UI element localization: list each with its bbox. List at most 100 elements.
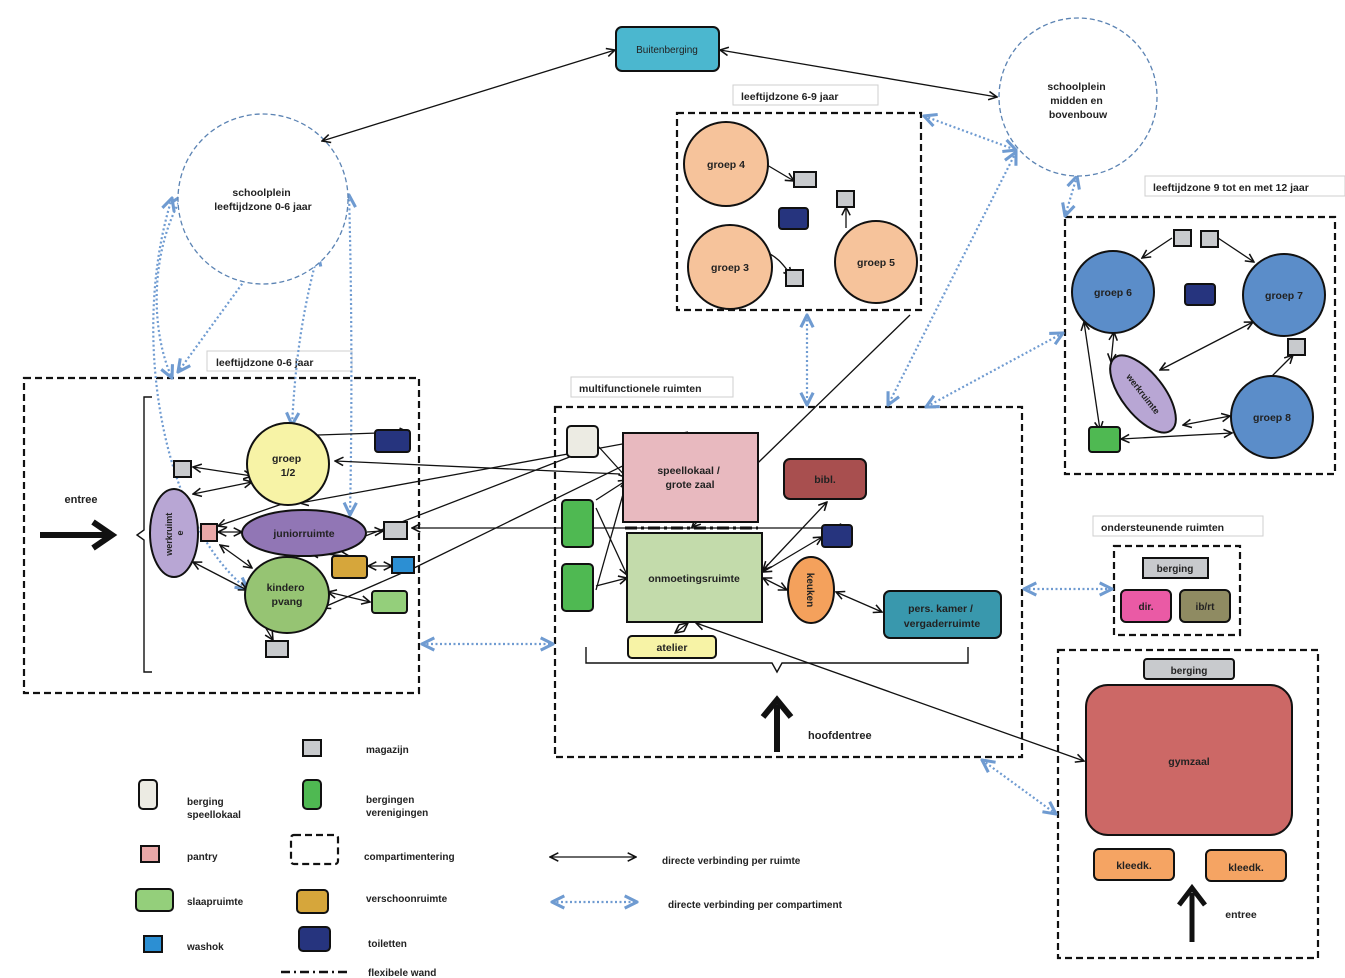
groep-5 xyxy=(834,220,918,304)
svg-text:verschoonruimte: verschoonruimte xyxy=(366,894,448,905)
svg-text:flexibele wand: flexibele wand xyxy=(368,968,436,978)
magazijn xyxy=(1173,229,1192,247)
bergingen-verenigingen xyxy=(561,563,594,612)
zone-6-9: groep 4 groep 3 groep 5 xyxy=(683,121,918,310)
svg-text:toiletten: toiletten xyxy=(368,939,407,950)
svg-text:leeftijdzone 0-6 jaar: leeftijdzone 0-6 jaar xyxy=(216,357,313,369)
svg-text:onmoetingsruimte: onmoetingsruimte xyxy=(648,573,740,585)
svg-text:groep 1/2: groep 1/2 xyxy=(272,453,304,479)
juniorruimte xyxy=(241,509,367,557)
schoolplein-midden-bovenbouw xyxy=(998,17,1158,177)
svg-text:bergingen verenigingen: bergingen verenigingen xyxy=(366,795,428,819)
kleedkamer-1 xyxy=(1093,848,1175,881)
svg-text:groep 6: groep 6 xyxy=(1094,287,1132,299)
svg-text:slaapruimte: slaapruimte xyxy=(187,897,244,908)
werkruimte-9-12 xyxy=(1109,354,1177,434)
svg-text:schoolplein leeftijdzone 0: schoolplein leeftijdzone 0-6 jaar xyxy=(214,187,311,213)
svg-text:berging speellokaal: berging speellokaal xyxy=(187,797,241,821)
magazijn xyxy=(836,190,855,208)
svg-text:werkruimt e: werkruimt e xyxy=(164,510,185,557)
magazijn xyxy=(1287,338,1306,356)
link-plein06-groep12 xyxy=(292,253,318,425)
bibl xyxy=(783,458,867,500)
link-zone912-multi xyxy=(926,333,1063,407)
svg-text:kleedk.: kleedk. xyxy=(1116,860,1152,872)
gym-compartment: berging gymzaal kleedk. kleedk. entree xyxy=(1085,658,1293,942)
speellokaal-grote-zaal xyxy=(622,432,759,523)
entree-label: entree xyxy=(64,494,97,506)
berging-speellokaal xyxy=(566,425,599,458)
keuken xyxy=(787,556,835,624)
ondersteunend: berging dir. ib/rt xyxy=(1120,557,1231,623)
onmoetingsruimte xyxy=(626,532,763,623)
ib-rt xyxy=(1179,589,1231,623)
magazijn xyxy=(1200,230,1219,248)
kleedkamer-2 xyxy=(1205,849,1287,882)
legend-verschoonruimte-swatch xyxy=(296,889,329,914)
legend-slaapruimte-swatch xyxy=(135,888,174,912)
legend-washok-swatch xyxy=(143,935,163,953)
zone-label-0-6: leeftijdzone 0-6 jaar xyxy=(206,350,353,372)
svg-text:directe verbinding per ruimte: directe verbinding per ruimte xyxy=(662,856,801,867)
plein06-line1: schoolplein xyxy=(232,187,290,199)
link-plein06-werkruimte xyxy=(152,198,248,590)
svg-text:groep 8: groep 8 xyxy=(1253,412,1291,424)
toiletten xyxy=(374,429,411,453)
toiletten xyxy=(821,524,853,548)
plein06-line2: leeftijdzone 0-6 jaar xyxy=(214,201,311,213)
svg-text:leeftijdzone 9 tot en met 12 j: leeftijdzone 9 tot en met 12 jaar xyxy=(1153,182,1309,194)
werkruimte-0-6 xyxy=(149,488,199,578)
svg-text:ondersteunende ruimten: ondersteunende ruimten xyxy=(1101,522,1224,534)
svg-text:leeftijdzone 6-9 jaar: leeftijdzone 6-9 jaar xyxy=(741,91,838,103)
compartment-zone-0-6 xyxy=(22,376,421,695)
svg-text:schoolplein midden en: schoolplein midden en bovenbouw xyxy=(1047,81,1108,121)
legend: magazijn berging speellokaal bergingen v… xyxy=(135,739,843,978)
compartment-ondersteunend xyxy=(1112,544,1242,637)
svg-text:juniorruimte: juniorruimte xyxy=(272,528,334,540)
legend-berging-speellokaal-swatch xyxy=(138,779,158,810)
legend-magazijn-swatch xyxy=(302,739,322,757)
magazijn xyxy=(383,521,408,540)
multi-brace xyxy=(585,647,969,674)
svg-text:entree: entree xyxy=(1225,909,1257,921)
link-multi-gym xyxy=(982,760,1056,814)
pantry xyxy=(200,523,218,542)
verschoonruimte xyxy=(331,555,368,579)
svg-text:dir.: dir. xyxy=(1138,602,1153,613)
link-plein06-junior xyxy=(349,195,351,515)
gymzaal xyxy=(1085,684,1293,836)
groep-6 xyxy=(1071,250,1155,334)
link-plein06-zone06-a xyxy=(155,195,183,378)
svg-text:hoofdentree: hoofdentree xyxy=(808,730,872,742)
schoolplein-0-6 xyxy=(177,113,349,285)
toiletten xyxy=(1184,283,1216,306)
svg-text:Buitenberging: Buitenberging xyxy=(636,45,698,56)
zone-label-6-9: leeftijdzone 6-9 jaar xyxy=(732,84,879,106)
zone-label-9-12: leeftijdzone 9 tot en met 12 jaar xyxy=(1144,175,1345,197)
legend-pantry-swatch xyxy=(140,845,160,863)
groep-3 xyxy=(687,224,773,310)
svg-text:pers. kamer / vergaderru: pers. kamer / vergaderruimte xyxy=(904,603,981,630)
dir xyxy=(1120,589,1172,623)
svg-text:groep 3: groep 3 xyxy=(711,262,749,274)
magazijn xyxy=(173,460,192,478)
svg-text:washok: washok xyxy=(186,942,224,953)
zone-9-12: groep 6 groep 7 groep 8 werkruimte xyxy=(1071,229,1326,459)
svg-text:bibl.: bibl. xyxy=(814,474,836,486)
svg-text:pantry: pantry xyxy=(187,852,218,863)
berging xyxy=(1142,557,1209,579)
svg-text:multifunctionele ruimten: multifunctionele ruimten xyxy=(579,383,702,395)
groep-8 xyxy=(1230,375,1314,459)
svg-text:groep 5: groep 5 xyxy=(857,257,895,269)
compartment-links xyxy=(152,116,1112,814)
zone-label-ondersteunend: ondersteunende ruimten xyxy=(1092,515,1264,537)
magazijn xyxy=(793,171,817,188)
link-pleinmidden-zone69 xyxy=(924,116,1016,150)
svg-text:berging: berging xyxy=(1157,564,1194,575)
bergingen-verenigingen xyxy=(561,499,594,548)
svg-text:kindero pvang: kindero pvang xyxy=(267,582,308,608)
legend-toiletten-swatch xyxy=(298,926,331,952)
svg-text:ib/rt: ib/rt xyxy=(1196,602,1216,613)
svg-text:keuken: keuken xyxy=(804,573,815,607)
